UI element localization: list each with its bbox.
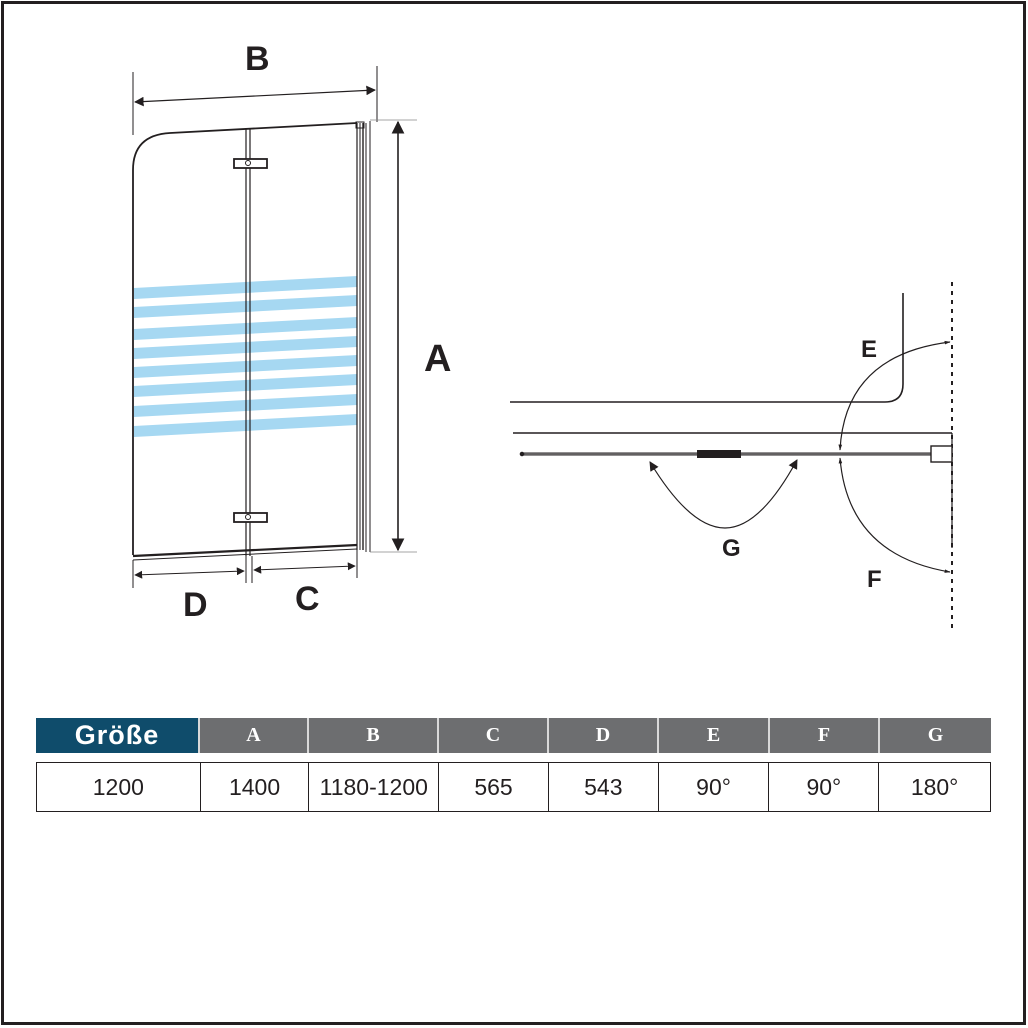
label-g: G [722, 535, 741, 562]
value-g: 180° [910, 773, 959, 800]
value-e: 90° [659, 763, 770, 811]
top-view [510, 282, 953, 632]
header-f: F [770, 718, 880, 753]
wall-bracket [930, 445, 953, 463]
header-b: B [309, 718, 439, 753]
angle-f-arc [838, 457, 951, 573]
fold-hinge [697, 450, 741, 458]
header-d: D [549, 718, 659, 753]
label-d: D [183, 586, 208, 624]
dimension-d-arrow [134, 567, 245, 579]
header-g: G [880, 718, 991, 753]
value-d: 543 [549, 763, 659, 811]
bathtub-edge [510, 293, 904, 403]
header-e: E [659, 718, 770, 753]
value-a: 1400 [201, 763, 310, 811]
header-c: C [439, 718, 549, 753]
value-f: 90° [769, 763, 880, 811]
front-view [132, 66, 417, 588]
label-f: F [867, 566, 882, 593]
header-size: Größe [36, 718, 200, 753]
value-size: 1200 [37, 763, 201, 811]
bottom-hinge [233, 512, 268, 523]
angle-g-arc [649, 459, 798, 529]
dimension-c-arrow [253, 562, 356, 574]
top-hinge [233, 158, 268, 169]
label-c: C [295, 580, 320, 618]
dimension-b-arrow [134, 85, 376, 107]
table-row: 1200 1400 1180-1200 565 543 90° 90° 180° [36, 762, 991, 812]
header-a: A [200, 718, 309, 753]
value-b: 1180-1200 [309, 763, 440, 811]
value-c: 565 [439, 763, 549, 811]
label-a: A [424, 338, 452, 380]
table-header-row: Größe A B C D E F G [36, 718, 991, 753]
dimensions-table: Größe A B C D E F G 1200 1400 1180-1200 … [36, 718, 991, 812]
angle-e-arc [838, 340, 951, 451]
label-b: B [245, 40, 270, 78]
panel-outline [132, 122, 358, 555]
label-e: E [861, 336, 878, 363]
